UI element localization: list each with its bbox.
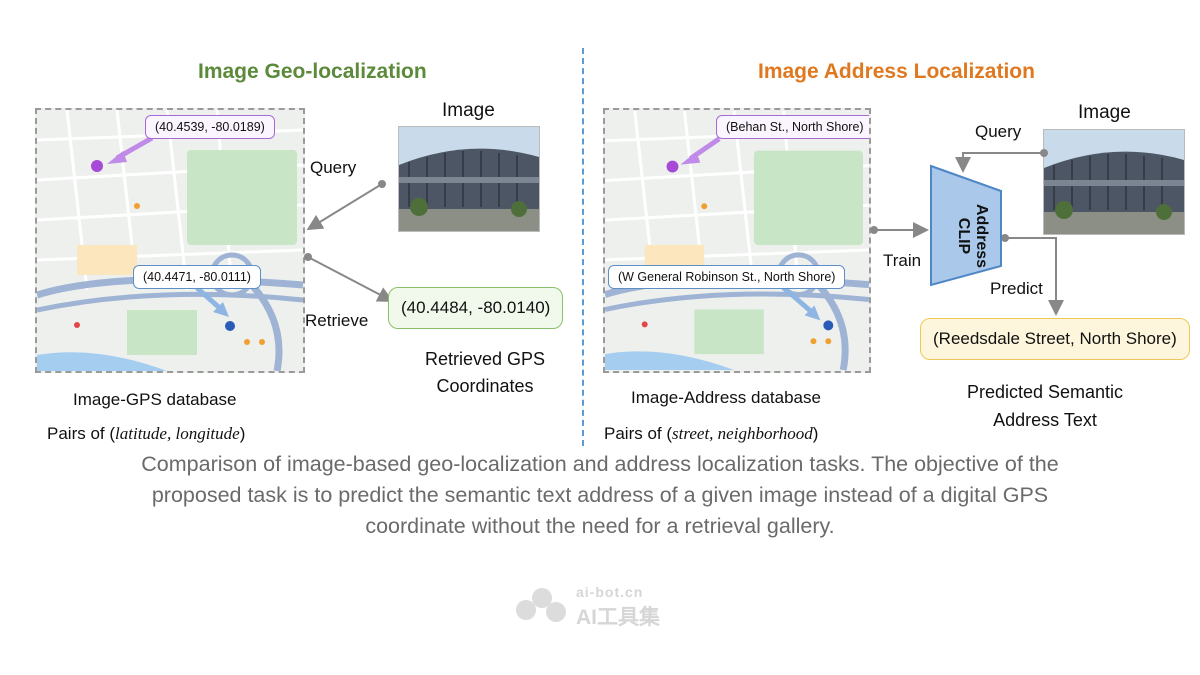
address-db-label: Image-Address database	[631, 388, 821, 407]
right-image-label: Image	[1078, 102, 1131, 123]
left-title: Image Geo-localization	[198, 60, 427, 83]
map-address-bottom: (W General Robinson St., North Shore)	[608, 265, 846, 289]
panel-divider	[582, 48, 584, 446]
address-pairs-prefix: Pairs of (	[604, 424, 673, 443]
right-query-arrow	[955, 152, 1044, 173]
figure-caption: Comparison of image-based geo-localizati…	[0, 449, 1200, 542]
predict-arrow	[1005, 237, 1064, 316]
left-image-label: Image	[442, 100, 495, 121]
map-coord-bottom: (40.4471, -80.0111)	[133, 265, 261, 289]
map-address-top: (Behan St., North Shore)	[716, 115, 869, 139]
right-arrows	[870, 149, 1064, 316]
address-pairs-suffix: )	[812, 424, 819, 443]
model-label-line1: Address	[973, 203, 990, 269]
query-label: Query	[310, 158, 357, 177]
retrieved-gps-box: (40.4484, -80.0140)	[388, 287, 564, 329]
address-pairs-italic: street, neighborhood	[672, 424, 813, 443]
predicted-caption-line1: Predicted Semantic	[966, 382, 1124, 402]
model-label: Address CLIP	[950, 186, 990, 276]
retrieved-caption-line1: Retrieved GPS	[424, 349, 546, 369]
gps-pairs-suffix: )	[239, 424, 246, 443]
watermark: ai-bot.cn AI工具集	[512, 584, 712, 629]
map-graphic	[605, 110, 869, 371]
map-coord-top: (40.4539, -80.0189)	[145, 115, 275, 139]
retrieved-caption-line2: Coordinates	[436, 376, 534, 396]
retrieved-caption: Retrieved GPS Coordinates	[400, 346, 570, 400]
train-label: Train	[883, 251, 922, 270]
predicted-address-box: (Reedsdale Street, North Shore)	[920, 318, 1190, 360]
watermark-name: AI工具集	[576, 606, 660, 629]
caption-line2: proposed task is to predict the semantic…	[151, 483, 1049, 507]
right-stadium-photo	[1043, 129, 1185, 235]
gps-pairs: Pairs of (latitude, longitude)	[47, 424, 245, 444]
right-query-label: Query	[975, 122, 1022, 141]
predict-label: Predict	[990, 279, 1043, 298]
address-clip-model	[930, 164, 1002, 287]
query-arrow	[306, 183, 383, 231]
predicted-caption: Predicted Semantic Address Text	[945, 378, 1145, 434]
right-title: Image Address Localization	[758, 60, 1035, 83]
predicted-caption-line2: Address Text	[993, 410, 1097, 430]
right-map: (Behan St., North Shore) (W General Robi…	[603, 108, 871, 373]
left-map: (40.4539, -80.0189) (40.4471, -80.0111)	[35, 108, 305, 373]
model-label-line2: CLIP	[955, 217, 972, 255]
caption-line3: coordinate without the need for a retrie…	[365, 514, 835, 538]
gps-pairs-prefix: Pairs of (	[47, 424, 116, 443]
watermark-domain: ai-bot.cn	[576, 584, 644, 600]
caption-line1: Comparison of image-based geo-localizati…	[141, 452, 1059, 476]
retrieve-label: Retrieve	[305, 311, 369, 330]
retrieve-arrow	[307, 256, 394, 302]
stadium-image	[399, 127, 539, 231]
map-graphic	[37, 110, 303, 371]
gps-db-label: Image-GPS database	[73, 390, 237, 409]
stadium-image	[1044, 130, 1184, 234]
left-arrows	[304, 180, 394, 302]
left-stadium-photo	[398, 126, 540, 232]
gps-pairs-italic: latitude, longitude	[115, 424, 240, 443]
watermark-logo-icon	[516, 588, 566, 622]
address-pairs: Pairs of (street, neighborhood)	[604, 424, 818, 444]
